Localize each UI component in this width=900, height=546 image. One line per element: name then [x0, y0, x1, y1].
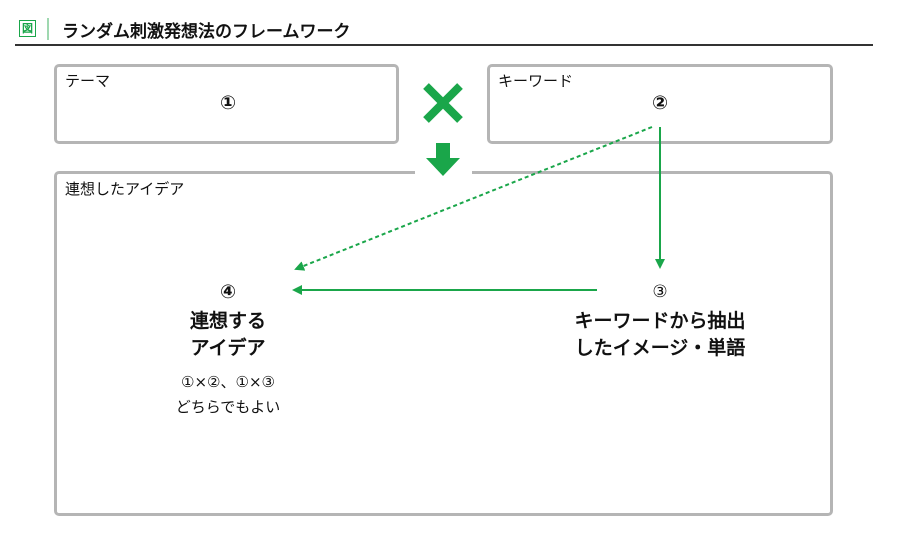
idea-note2: どちらでもよい	[175, 398, 281, 416]
idea-number: ④	[219, 281, 237, 303]
dashed-arrow	[294, 126, 653, 271]
keyword-label: キーワード	[498, 72, 574, 90]
idea-line1: 連想する	[189, 310, 267, 332]
diagram-title: ランダム刺激発想法のフレームワーク	[62, 22, 351, 42]
idea-note1: ①×②、①×③	[181, 373, 275, 391]
cross-icon	[423, 83, 463, 123]
header-rule	[15, 44, 873, 46]
theme-box	[54, 64, 399, 144]
extract-number: ③	[652, 282, 668, 302]
extract-line2: したイメージ・単語	[574, 337, 746, 359]
idea-line2: アイデア	[190, 337, 266, 359]
keyword-number: ②	[651, 92, 669, 114]
header-separator	[47, 18, 49, 40]
figure-badge: 図	[19, 20, 36, 37]
down-arrow-icon	[426, 143, 460, 176]
extract-line1: キーワードから抽出	[574, 310, 746, 332]
theme-number: ①	[219, 92, 237, 114]
theme-label: テーマ	[65, 72, 111, 90]
ideas-label: 連想したアイデア	[65, 180, 185, 198]
